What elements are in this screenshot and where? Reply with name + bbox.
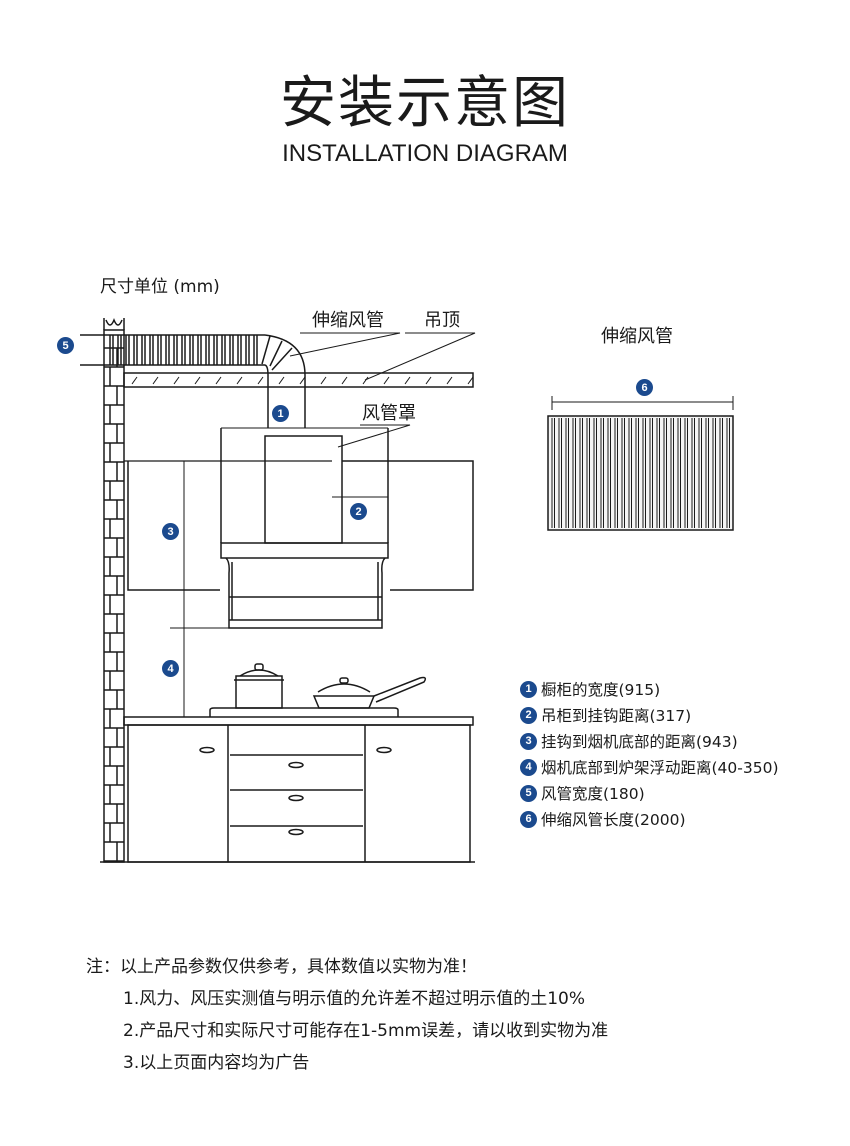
- badge-3: 3: [162, 523, 179, 540]
- legend-text: 伸缩风管长度(2000): [541, 811, 686, 829]
- wall-cabinet-left: [127, 461, 220, 591]
- badge-5: 5: [57, 337, 74, 354]
- legend-text: 橱柜的宽度(915): [541, 681, 661, 699]
- note-item: 2.产品尺寸和实际尺寸可能存在1-5mm误差，请以收到实物为准: [123, 1021, 609, 1041]
- legend-badge: 1: [520, 680, 537, 698]
- legend-badge: 2: [520, 706, 537, 724]
- unit-label: 尺寸单位 (mm): [100, 277, 220, 297]
- wall-cabinet-right: [342, 460, 474, 591]
- label-duct-cover: 风管罩: [362, 403, 416, 424]
- legend-badge: 5: [520, 784, 537, 802]
- badge-1: 1: [272, 405, 289, 422]
- flex-duct-right: [547, 396, 734, 531]
- label-flex-duct: 伸缩风管: [312, 310, 384, 331]
- cooktop: [209, 663, 427, 717]
- flex-duct-horizontal: [80, 334, 306, 428]
- note-item: 1.风力、风压实测值与明示值的允许差不超过明示值的土10%: [123, 989, 586, 1009]
- badge-2: 2: [350, 503, 367, 520]
- badge-6: 6: [636, 379, 653, 396]
- legend-text: 烟机底部到炉架浮动距离(40-350): [541, 759, 779, 777]
- title-cn: 安装示意图: [280, 71, 570, 136]
- notes-heading: 注：以上产品参数仅供参考，具体数值以实物为准！: [86, 957, 477, 977]
- label-ceiling: 吊顶: [424, 310, 460, 331]
- brick-wall: [103, 317, 125, 863]
- legend-text: 吊柜到挂钩距离(317): [541, 707, 692, 725]
- range-hood: [220, 542, 389, 629]
- note-item: 3.以上页面内容均为广告: [123, 1053, 310, 1073]
- badge-4: 4: [162, 660, 179, 677]
- ceiling: [123, 372, 474, 388]
- legend-badge: 3: [520, 732, 537, 750]
- notes: 注：以上产品参数仅供参考，具体数值以实物为准！ 1.风力、风压实测值与明示值的允…: [86, 955, 608, 1083]
- legend-badge: 4: [520, 758, 537, 776]
- title-en: INSTALLATION DIAGRAM: [282, 140, 568, 167]
- base-cabinets: [100, 716, 475, 863]
- duct-cover: [264, 435, 343, 544]
- label-flex-duct-right: 伸缩风管: [601, 326, 673, 347]
- legend-text: 挂钩到烟机底部的距离(943): [541, 733, 738, 751]
- legend-text: 风管宽度(180): [541, 785, 645, 803]
- legend-badge: 6: [520, 810, 537, 828]
